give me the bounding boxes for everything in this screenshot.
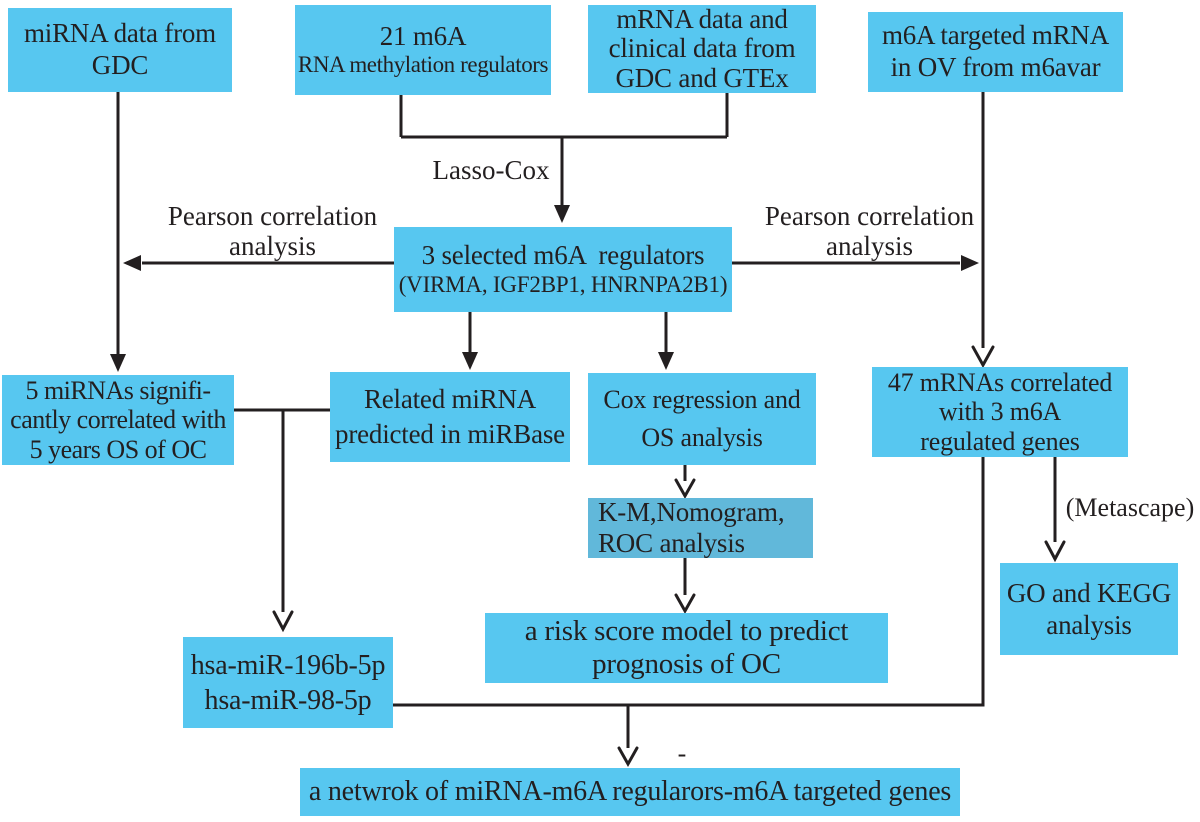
node-line: OS analysis: [641, 423, 763, 452]
node-related-mirna-mirbase: Related miRNA predicted in miRBase: [330, 372, 570, 462]
label-line: Lasso-Cox: [432, 155, 550, 185]
node-km-nomogram-roc: K-M,Nomogram, ROC analysis: [588, 496, 813, 558]
node-network-of-mirna-m6a: a netwrok of miRNA-m6A regularors-m6A ta…: [300, 768, 960, 816]
node-line: hsa-miR-98-5p: [204, 684, 372, 716]
label-pearson-correlation-right: Pearson correlation analysis: [757, 201, 982, 261]
label-dash: -: [670, 739, 694, 769]
connector-5mirnas-to-hsa-line: [234, 408, 330, 612]
node-line: (VIRMA, IGF2BP1, HNRNPA2B1): [398, 271, 728, 297]
node-line: GDC: [91, 50, 149, 80]
node-line: RNA methylation regulators: [297, 52, 549, 78]
node-mirna-data-gdc: miRNA data from GDC: [8, 8, 232, 92]
node-line: a risk score model to predict: [524, 614, 849, 647]
node-mrna-clinical-data: mRNA data and clinical data from GDC and…: [588, 5, 816, 93]
arrowhead-into-5mirnas: [110, 354, 126, 372]
node-line: GO and KEGG: [1006, 577, 1172, 608]
node-line: miRNA data from: [24, 18, 216, 49]
node-line: m6A targeted mRNA: [881, 20, 1110, 51]
node-line: with 3 m6A: [938, 397, 1062, 427]
node-3-selected-regulators: 3 selected m6A regulators (VIRMA, IGF2BP…: [394, 227, 732, 312]
arrowhead-into-network: [617, 746, 639, 768]
arrowhead-pearson-left: [123, 255, 141, 271]
connector-bottom-rail: [393, 457, 985, 707]
node-hsa-mir-list: hsa-miR-196b-5p hsa-miR-98-5p: [183, 637, 393, 728]
connector-merge-bracket: [399, 93, 729, 139]
node-line: analysis: [1046, 610, 1132, 640]
arrowhead-pearson-right: [961, 255, 979, 271]
arrowhead-into-gokegg: [1044, 540, 1066, 563]
node-line: Related miRNA: [363, 383, 537, 414]
node-line: K-M,Nomogram,: [598, 496, 785, 527]
arrowhead-into-hsa: [272, 610, 294, 633]
arrowhead-into-km: [674, 478, 696, 500]
label-line: Pearson correlation: [167, 201, 378, 231]
node-5-mirnas-correlated: 5 miRNAs signifi- cantly correlated with…: [2, 375, 234, 465]
arrowhead-into-cox: [658, 352, 674, 370]
node-line: ROC analysis: [598, 528, 745, 558]
arrowhead-into-risk: [674, 593, 696, 615]
label-line: -: [677, 739, 687, 768]
node-line: mRNA data and: [616, 4, 788, 35]
node-line: cantly correlated with: [10, 405, 226, 435]
node-21-m6a-regulators: 21 m6A RNA methylation regulators: [295, 5, 551, 95]
arrowhead-into-47mrnas: [971, 345, 995, 369]
label-line: Pearson correlation: [764, 201, 975, 231]
node-line: 3 selected m6A regulators: [421, 240, 705, 271]
node-line: 47 mRNAs correlated: [887, 367, 1113, 397]
node-risk-score-model: a risk score model to predict prognosis …: [485, 613, 888, 683]
node-line: prognosis of OC: [592, 648, 781, 680]
label-line: analysis: [229, 230, 316, 261]
node-line: 5 miRNAs signifi-: [25, 375, 211, 405]
node-line: Cox regression and: [603, 385, 801, 415]
node-line: clinical data from: [608, 33, 796, 64]
node-line: 21 m6A: [379, 20, 467, 51]
node-cox-regression-os: Cox regression and OS analysis: [588, 373, 816, 465]
node-m6a-targeted-mrna: m6A targeted mRNA in OV from m6avar: [868, 12, 1123, 92]
label-lasso-cox: Lasso-Cox: [425, 155, 557, 186]
label-pearson-correlation-left: Pearson correlation analysis: [160, 201, 385, 261]
node-47-mrnas-correlated: 47 mRNAs correlated with 3 m6A regulated…: [872, 367, 1128, 457]
arrowhead-lasso: [554, 205, 570, 223]
node-line: 5 years OS of OC: [29, 434, 207, 464]
label-metascape: (Metascape): [1060, 493, 1200, 523]
node-go-kegg-analysis: GO and KEGG analysis: [1000, 563, 1178, 655]
label-line: analysis: [826, 230, 913, 261]
node-line: GDC and GTEx: [615, 62, 789, 93]
arrowhead-into-related: [462, 352, 478, 370]
node-line: regulated genes: [920, 426, 1080, 456]
node-line: a netwrok of miRNA-m6A regularors-m6A ta…: [308, 775, 952, 807]
node-line: in OV from m6avar: [890, 52, 1101, 82]
label-line: (Metascape): [1065, 493, 1195, 522]
node-line: hsa-miR-196b-5p: [190, 649, 386, 681]
node-line: predicted in miRBase: [335, 419, 565, 449]
